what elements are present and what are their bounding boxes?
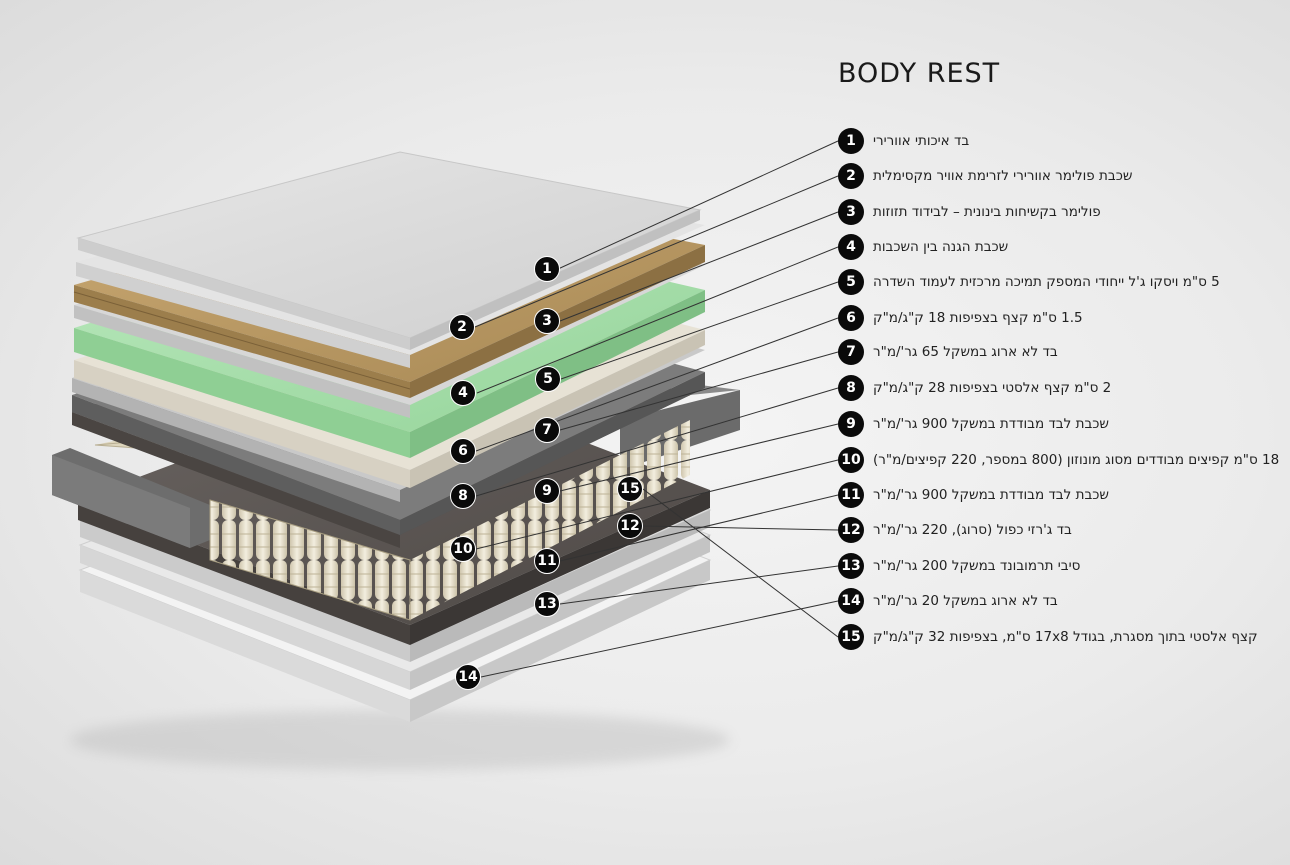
product-title: BODY REST — [838, 58, 1001, 89]
callout-2: 2 — [449, 314, 475, 340]
callout-number: 14 — [458, 669, 478, 685]
callout-number: 11 — [537, 553, 557, 569]
callout-number: 3 — [542, 313, 552, 329]
callout-number: 8 — [458, 488, 468, 504]
callout-15: 15 — [617, 476, 643, 502]
callout-number: 12 — [620, 518, 640, 534]
callout-14: 14 — [455, 664, 481, 690]
callout-6: 6 — [450, 438, 476, 464]
callout-12: 12 — [617, 513, 643, 539]
callout-number: 9 — [542, 483, 552, 499]
callout-number: 7 — [542, 422, 552, 438]
callout-8: 8 — [450, 483, 476, 509]
callout-7: 7 — [534, 417, 560, 443]
callout-number: 6 — [458, 443, 468, 459]
callout-3: 3 — [534, 308, 560, 334]
callout-4: 4 — [450, 380, 476, 406]
callout-11: 11 — [534, 548, 560, 574]
callout-number: 5 — [543, 371, 553, 387]
callout-number: 4 — [458, 385, 468, 401]
callout-10: 10 — [450, 536, 476, 562]
callout-number: 15 — [620, 481, 640, 497]
callout-number: 1 — [542, 261, 552, 277]
callout-9: 9 — [534, 478, 560, 504]
callout-number: 2 — [457, 319, 467, 335]
callout-number: 13 — [537, 596, 557, 612]
callout-1: 1 — [534, 256, 560, 282]
callout-13: 13 — [534, 591, 560, 617]
callout-number: 10 — [453, 541, 473, 557]
callout-5: 5 — [535, 366, 561, 392]
layer-1-fabric — [76, 151, 702, 350]
ground-shadow — [70, 710, 730, 770]
